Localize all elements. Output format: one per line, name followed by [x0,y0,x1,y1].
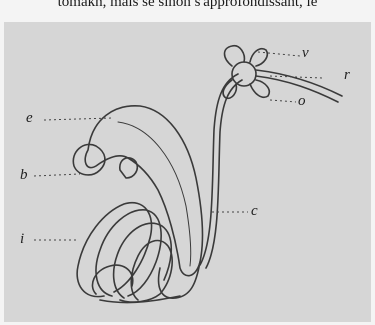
coil-6 [92,265,132,294]
valve-flap-top-right [250,49,267,66]
leader-v [258,52,300,56]
label-e: e [26,110,33,127]
leader-b [34,174,80,176]
lobe-b [73,144,105,175]
label-o: o [298,93,306,110]
valve-flap-left [223,80,236,98]
label-b: b [20,167,28,184]
lobe-b-small [120,158,137,178]
label-v: v [302,45,309,62]
label-c: c [251,203,258,220]
vesicle-bulb [232,62,256,86]
label-i: i [20,231,24,248]
long-duct-inner [206,80,242,268]
sac-outline [85,106,202,276]
leader-o [270,100,296,102]
label-r: r [344,67,350,84]
sac-inner-line [118,122,191,266]
